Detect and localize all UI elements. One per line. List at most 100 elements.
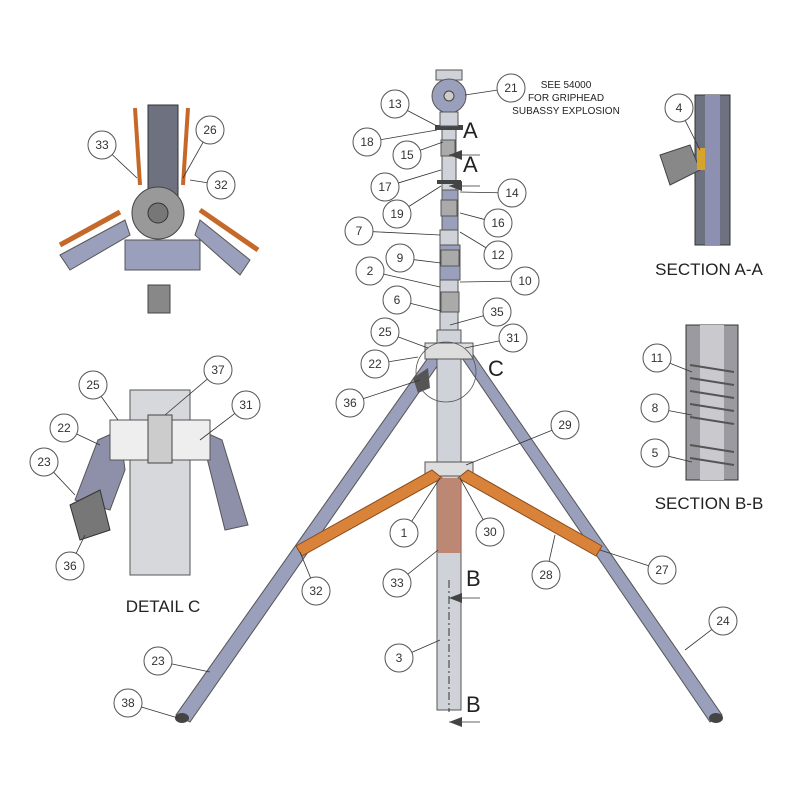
callout-number: 7 (356, 224, 363, 238)
callout-balloon (640, 438, 670, 468)
callout-balloon (29, 447, 59, 477)
clamp-16 (440, 199, 458, 217)
detail-c-view: DETAIL C (69, 389, 249, 616)
callout-balloon (380, 89, 410, 119)
callout-5: 5 (640, 438, 693, 468)
leader-line (407, 549, 439, 575)
leader-line (449, 315, 484, 326)
callout-36: 36 (55, 534, 86, 581)
section-aa-view: SECTION A-A (655, 94, 764, 279)
foot-left (175, 713, 189, 723)
top-view-leg-right (194, 219, 251, 276)
top-view-knob (147, 284, 171, 314)
top-view-brace-3 (58, 209, 122, 248)
callout-26: 26 (182, 115, 225, 179)
leader-line (459, 191, 499, 194)
marker-b-lower: B (466, 692, 481, 717)
callout-balloon (510, 266, 540, 296)
leader-line (548, 534, 556, 562)
callout-25: 25 (78, 370, 119, 421)
top-view-brace-4 (198, 207, 260, 253)
callout-balloon (497, 178, 527, 208)
callout-21: 21 (464, 73, 526, 103)
callout-number: 35 (490, 305, 504, 319)
callout-31: 31 (464, 323, 528, 353)
callout-balloon (113, 688, 143, 718)
callout-27: 27 (599, 549, 677, 585)
callout-balloon (498, 323, 528, 353)
callout-18: 18 (352, 127, 438, 157)
leader-line (459, 212, 485, 220)
note-line-1: SEE 54000 (541, 80, 592, 91)
callout-2: 2 (355, 256, 441, 288)
callout-number: 6 (394, 293, 401, 307)
leader-line (411, 477, 441, 522)
callout-13: 13 (380, 89, 438, 127)
leader-line (111, 154, 138, 179)
leader-line (53, 471, 76, 496)
section-aa-inner (705, 95, 720, 245)
callout-number: 22 (57, 421, 71, 435)
leader-line (465, 429, 553, 466)
leader-line (668, 410, 693, 416)
callout-11: 11 (642, 343, 693, 373)
top-view-hub-center (147, 202, 169, 224)
leader-line (599, 549, 649, 567)
leader-line (383, 273, 441, 288)
leader-line (459, 231, 487, 249)
callout-balloon (664, 93, 694, 123)
section-bb-title: SECTION B-B (655, 494, 764, 513)
callout-balloon (143, 646, 173, 676)
callout-number: 8 (652, 401, 659, 415)
leader-line (413, 259, 442, 264)
callout-6: 6 (382, 285, 442, 315)
callout-balloon (335, 388, 365, 418)
callout-number: 4 (676, 101, 683, 115)
clamp-15 (440, 139, 456, 157)
griphead-neck (439, 111, 459, 127)
callout-number: 33 (95, 138, 109, 152)
callout-number: 17 (378, 180, 392, 194)
callout-number: 11 (651, 351, 664, 365)
section-bb-spring (689, 364, 735, 466)
leader-line (164, 378, 208, 416)
foot-right (709, 713, 723, 723)
callout-balloon (206, 170, 236, 200)
leader-line (100, 396, 119, 421)
callout-9: 9 (385, 243, 442, 273)
leader-line (171, 663, 211, 673)
callout-1: 1 (389, 477, 441, 548)
leader-line (398, 169, 442, 184)
top-view-brace-1 (133, 107, 142, 186)
leader-line (408, 185, 442, 207)
callout-number: 3 (396, 651, 403, 665)
callout-30: 30 (459, 477, 505, 547)
callout-number: 31 (506, 331, 520, 345)
callout-number: 25 (86, 378, 100, 392)
leader-line (141, 706, 179, 719)
leader-line (363, 379, 421, 400)
section-markers: A A C B B (449, 118, 504, 727)
callout-number: 25 (378, 325, 392, 339)
callout-balloon (49, 413, 79, 443)
callout-number: 36 (343, 396, 357, 410)
callout-number: 2 (367, 264, 374, 278)
callout-balloon (355, 256, 385, 286)
callout-3: 3 (384, 639, 441, 673)
callout-number: 37 (211, 363, 225, 377)
callout-balloon (78, 370, 108, 400)
callout-16: 16 (459, 208, 513, 238)
callout-number: 5 (652, 446, 659, 460)
top-view-block (124, 239, 201, 271)
brace-left (295, 469, 443, 557)
section-bb-view: SECTION B-B (655, 324, 764, 513)
callout-23: 23 (143, 646, 211, 676)
callout-22: 22 (360, 349, 419, 379)
callout-balloon (483, 208, 513, 238)
leader-line (199, 413, 236, 441)
callout-32: 32 (299, 551, 331, 606)
section-aa-title: SECTION A-A (655, 260, 763, 279)
callout-balloon (370, 172, 400, 202)
leader-line (407, 110, 438, 127)
